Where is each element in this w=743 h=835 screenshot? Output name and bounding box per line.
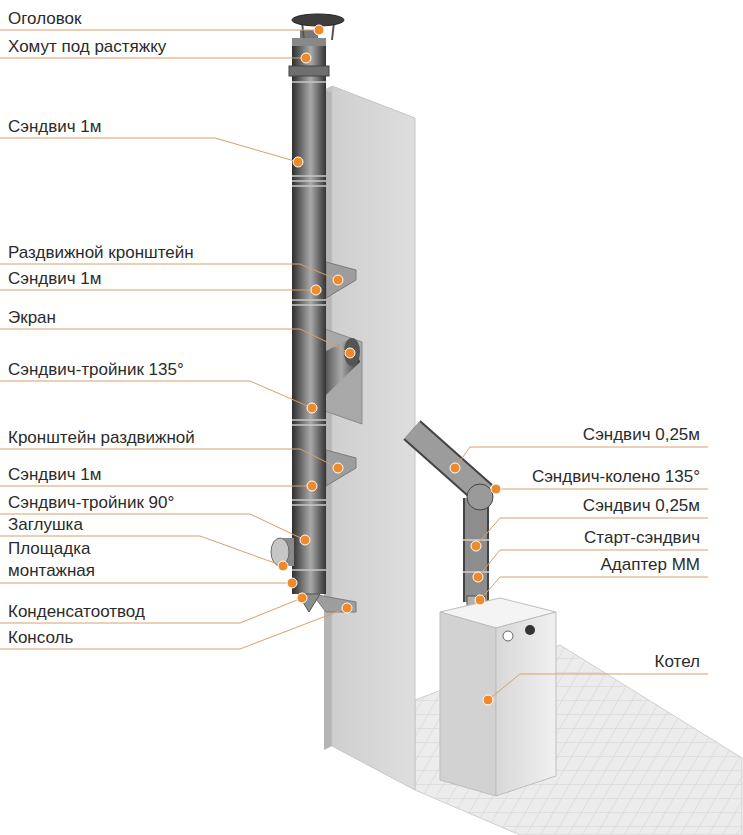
- pipe-seam: [292, 299, 326, 301]
- leader-line: [0, 381, 312, 408]
- condensate-drain: [298, 594, 320, 612]
- callout-label: Хомут под растяжку: [8, 36, 166, 58]
- pipe-seam: [292, 499, 326, 501]
- callout-label: Сэндвич 0,25м: [583, 424, 700, 446]
- pipe-seam: [292, 175, 326, 177]
- callout-label: Конденсатоотвод: [8, 601, 145, 623]
- callout-label: Старт-сэндвич: [584, 527, 700, 549]
- callout-dot: [483, 695, 493, 705]
- callout-label: Заглушка: [8, 514, 83, 536]
- leader-line: [0, 486, 312, 487]
- callout-dot: [342, 603, 352, 613]
- pipe-seam: [292, 304, 326, 306]
- callout-label: Кронштейн раздвижной: [8, 427, 195, 449]
- boiler-button: [503, 631, 513, 641]
- flue-pipe: [412, 430, 484, 494]
- callout-dot: [307, 403, 317, 413]
- chimney-pipe: [292, 44, 326, 594]
- callout-label: Сэндвич 1м: [8, 464, 102, 486]
- callout-dot: [301, 53, 311, 63]
- callout-dot: [333, 275, 343, 285]
- flue-pipe: [465, 498, 487, 602]
- cap-ring: [292, 38, 326, 46]
- leader-line: [0, 583, 292, 584]
- callout-dot: [314, 25, 324, 35]
- boiler-front: [496, 612, 556, 796]
- callout-label: Сэндвич 1м: [8, 116, 102, 138]
- callout-label: Сэндвич 1м: [8, 268, 102, 290]
- leader-lines: [0, 30, 708, 700]
- callout-dot: [293, 157, 303, 167]
- leader-line: [0, 290, 316, 291]
- callout-dot: [307, 481, 317, 491]
- callout-dot: [287, 578, 297, 588]
- callout-dot: [491, 484, 501, 494]
- leader-line: [455, 447, 708, 468]
- callout-label: Экран: [8, 307, 56, 329]
- callout-label: Сэндвич-тройник 90°: [8, 492, 174, 514]
- callout-label: Котел: [655, 651, 700, 673]
- leader-line: [0, 598, 302, 623]
- pipe-seam: [292, 424, 326, 426]
- callout-dots: [278, 25, 501, 705]
- callout-dot: [297, 593, 307, 603]
- callout-label: Консоль: [8, 627, 73, 649]
- pipe-seam: [292, 569, 326, 571]
- callout-dot: [345, 348, 355, 358]
- pipe-seams: [292, 82, 326, 570]
- callout-label: Площадка монтажная: [8, 538, 120, 582]
- callout-label: Раздвижной кронштейн: [8, 242, 194, 264]
- callout-label: Адаптер ММ: [601, 554, 700, 576]
- pipe-seam: [292, 504, 326, 506]
- leader-line: [0, 30, 319, 31]
- pipe-seam: [292, 81, 326, 83]
- leader-line: [0, 138, 298, 162]
- callout-label: Сэндвич-колено 135°: [532, 466, 700, 488]
- leader-line: [478, 550, 708, 577]
- callout-dot: [300, 535, 310, 545]
- concrete-wall: [332, 86, 415, 790]
- flue-elbow: [467, 484, 493, 510]
- callout-label: Сэндвич 0,25м: [583, 495, 700, 517]
- pipe-seam: [292, 180, 326, 182]
- guy-clamp: [289, 66, 329, 76]
- callout-dot: [450, 463, 460, 473]
- callout-label: Оголовок: [8, 8, 81, 30]
- pipe-seam: [292, 419, 326, 421]
- callout-dot: [278, 561, 288, 571]
- leader-line: [0, 329, 350, 353]
- callout-dot: [475, 595, 485, 605]
- cap-disk: [292, 14, 344, 26]
- flue-outline: [463, 498, 489, 602]
- leader-line: [480, 577, 708, 600]
- callout-dot: [471, 541, 481, 551]
- leader-line: [488, 674, 708, 700]
- boiler-button: [525, 625, 535, 635]
- leader-line: [0, 58, 306, 59]
- branch-opening: [344, 338, 360, 366]
- callout-dot: [333, 463, 343, 473]
- pipe-seam: [292, 185, 326, 187]
- flue-outline: [412, 430, 484, 494]
- wall-bracket: [326, 450, 356, 486]
- callout-label: Сэндвич-тройник 135°: [8, 359, 184, 381]
- callout-dot: [311, 285, 321, 295]
- callout-dot: [473, 572, 483, 582]
- boiler-side: [440, 612, 496, 796]
- leader-line: [496, 489, 708, 490]
- wall-bracket: [326, 262, 356, 298]
